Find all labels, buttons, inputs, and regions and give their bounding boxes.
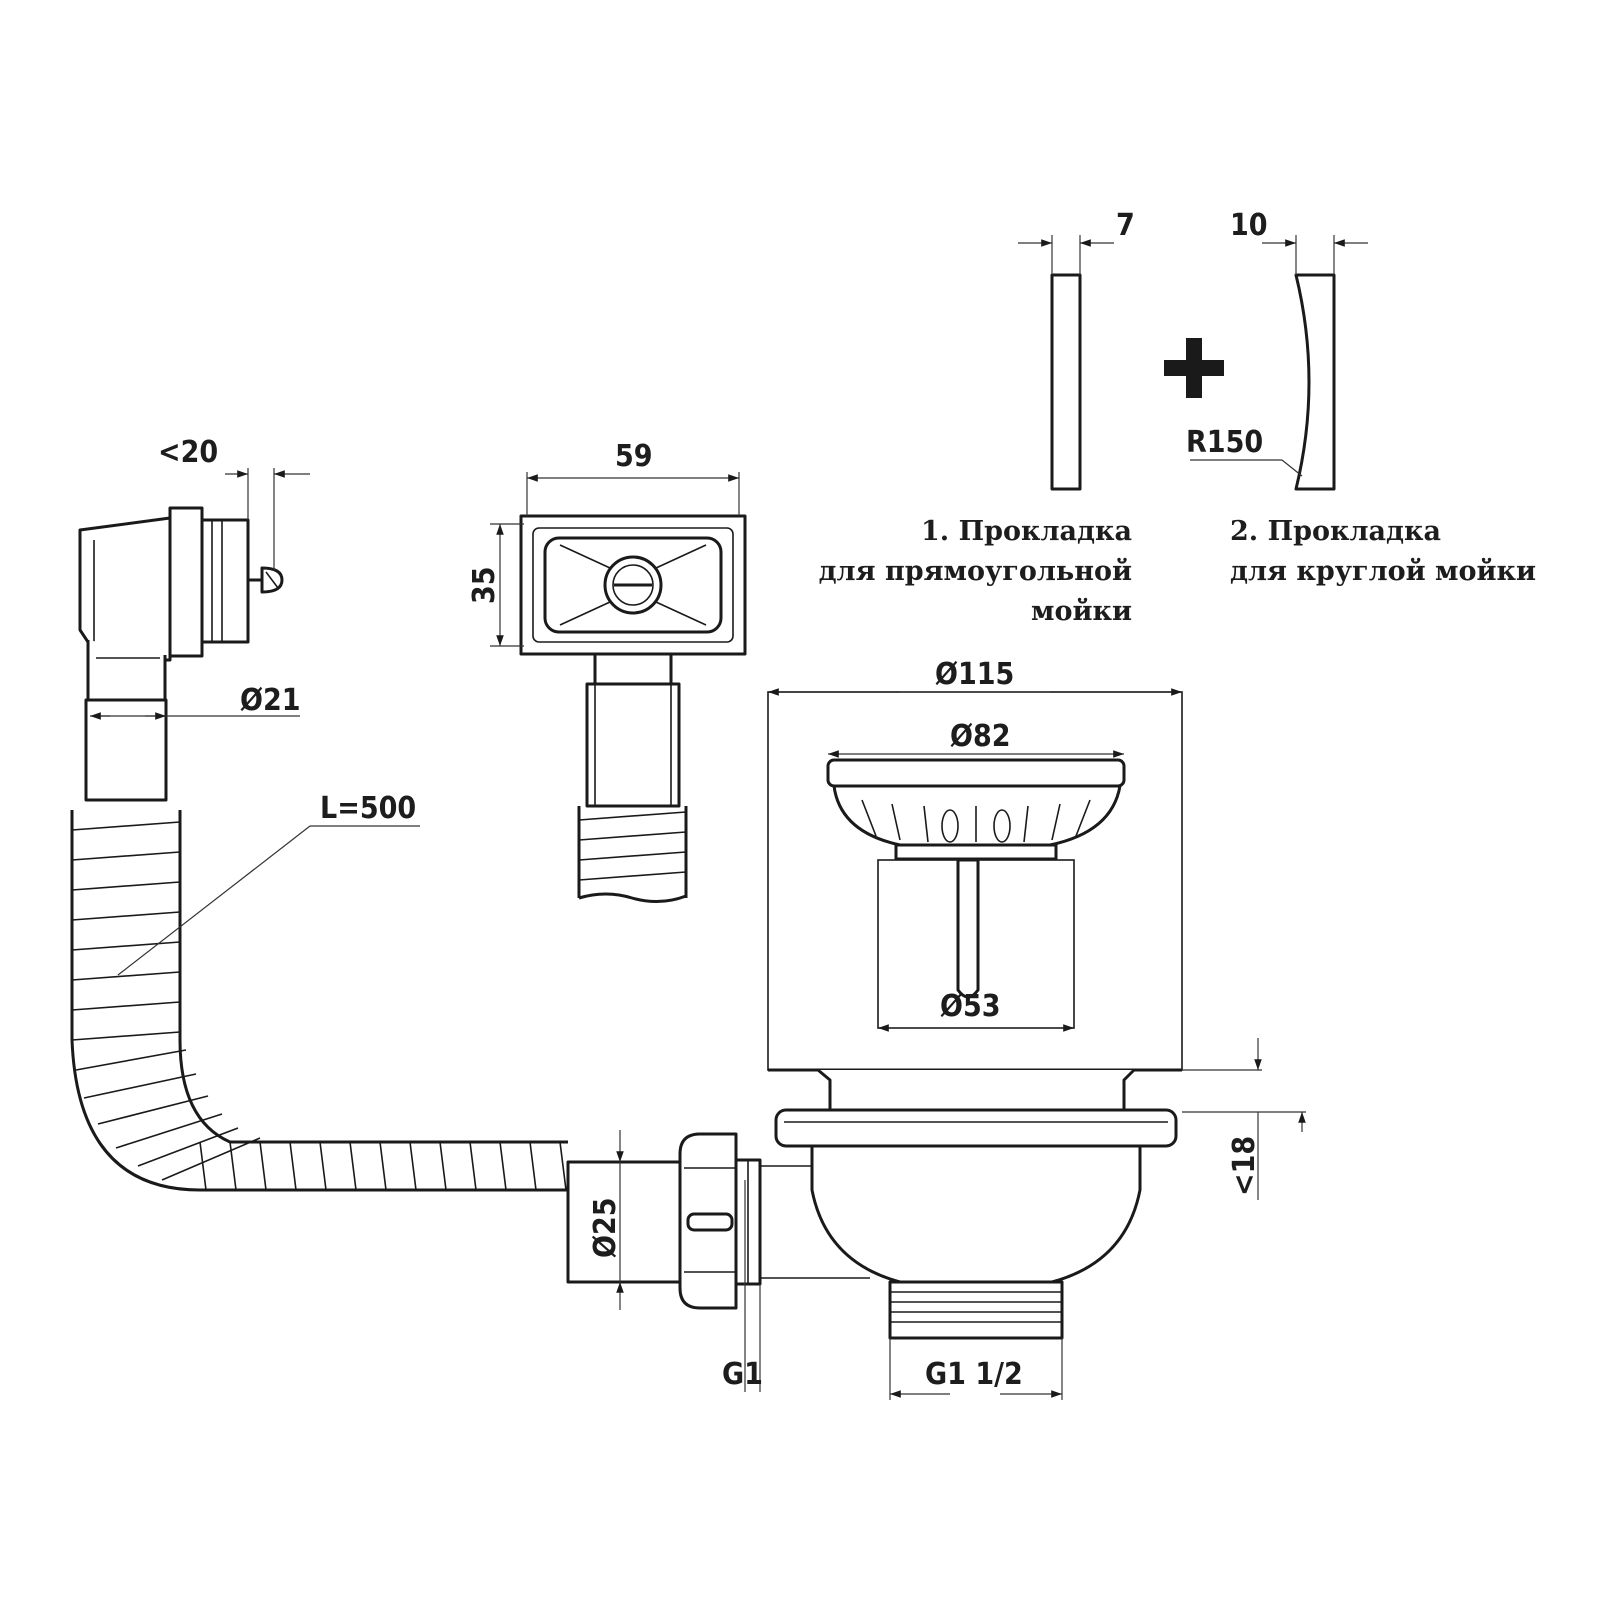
gasket-rectangular: 7 [1018,208,1135,491]
union-nut [678,1132,762,1310]
overflow-tube [84,698,168,802]
dim-d82: Ø82 [828,719,1124,758]
dim-lt18-label: <18 [1227,1136,1262,1196]
gasket-2-caption: 2. Прокладка для круглой мойки [1230,516,1536,587]
dim-d115: Ø115 [768,657,1182,696]
dim-d53-label: Ø53 [940,989,1001,1024]
gasket-1-caption-line3: мойки [1031,596,1132,627]
gasket-1-caption-line2: для прямоугольной [819,556,1132,587]
dim-d21-label: Ø21 [240,683,301,718]
gasket-2-caption-line2: для круглой мойки [1230,556,1536,587]
plus-label: + [1186,374,1187,377]
dim-lt20-label: <20 [158,435,218,470]
dim-r150-label: R150 [1186,425,1263,460]
dim-d115-label: Ø115 [935,657,1014,692]
corrugated-hose [70,810,568,1192]
overflow-body [78,506,284,702]
dim-35-label: 35 [467,566,502,604]
outlet-tube [566,1160,682,1284]
dim-g112: G1 1/2 [889,1338,1063,1400]
dim-d53: Ø53 [878,989,1074,1032]
dim-59: 59 [526,439,740,516]
dim-d82-label: Ø82 [950,719,1011,754]
gasket-1-caption-line1: 1. Прокладка [921,516,1132,547]
dim-lt20: <20 [158,435,310,570]
dim-59-label: 59 [615,439,653,474]
dim-g1-label: G1 [722,1357,763,1392]
dim-d25-label: Ø25 [588,1198,623,1259]
dim-g112-label: G1 1/2 [925,1357,1023,1392]
dim-7-label: 7 [1116,208,1135,243]
dim-lt18: <18 [1182,1038,1306,1200]
gasket-2-caption-line1: 2. Прокладка [1230,516,1441,547]
dim-l500-label: L=500 [320,791,416,826]
gasket-1-caption: 1. Прокладка для прямоугольной мойки [819,516,1132,627]
plus-sign: + [1164,338,1224,398]
dim-l500: L=500 [117,791,420,976]
dim-g1: G1 [722,1180,763,1392]
dim-d21: Ø21 [90,683,301,720]
gasket-round: 10 R150 [1186,208,1368,491]
dim-10-label: 10 [1230,208,1268,243]
overflow-grille [519,514,747,656]
sink-drain-body [760,1068,1182,1340]
dim-d25: Ø25 [588,1130,624,1310]
strainer-basket [826,758,1126,1029]
overflow-grille-tube [577,652,688,903]
dim-35: 35 [467,523,524,647]
